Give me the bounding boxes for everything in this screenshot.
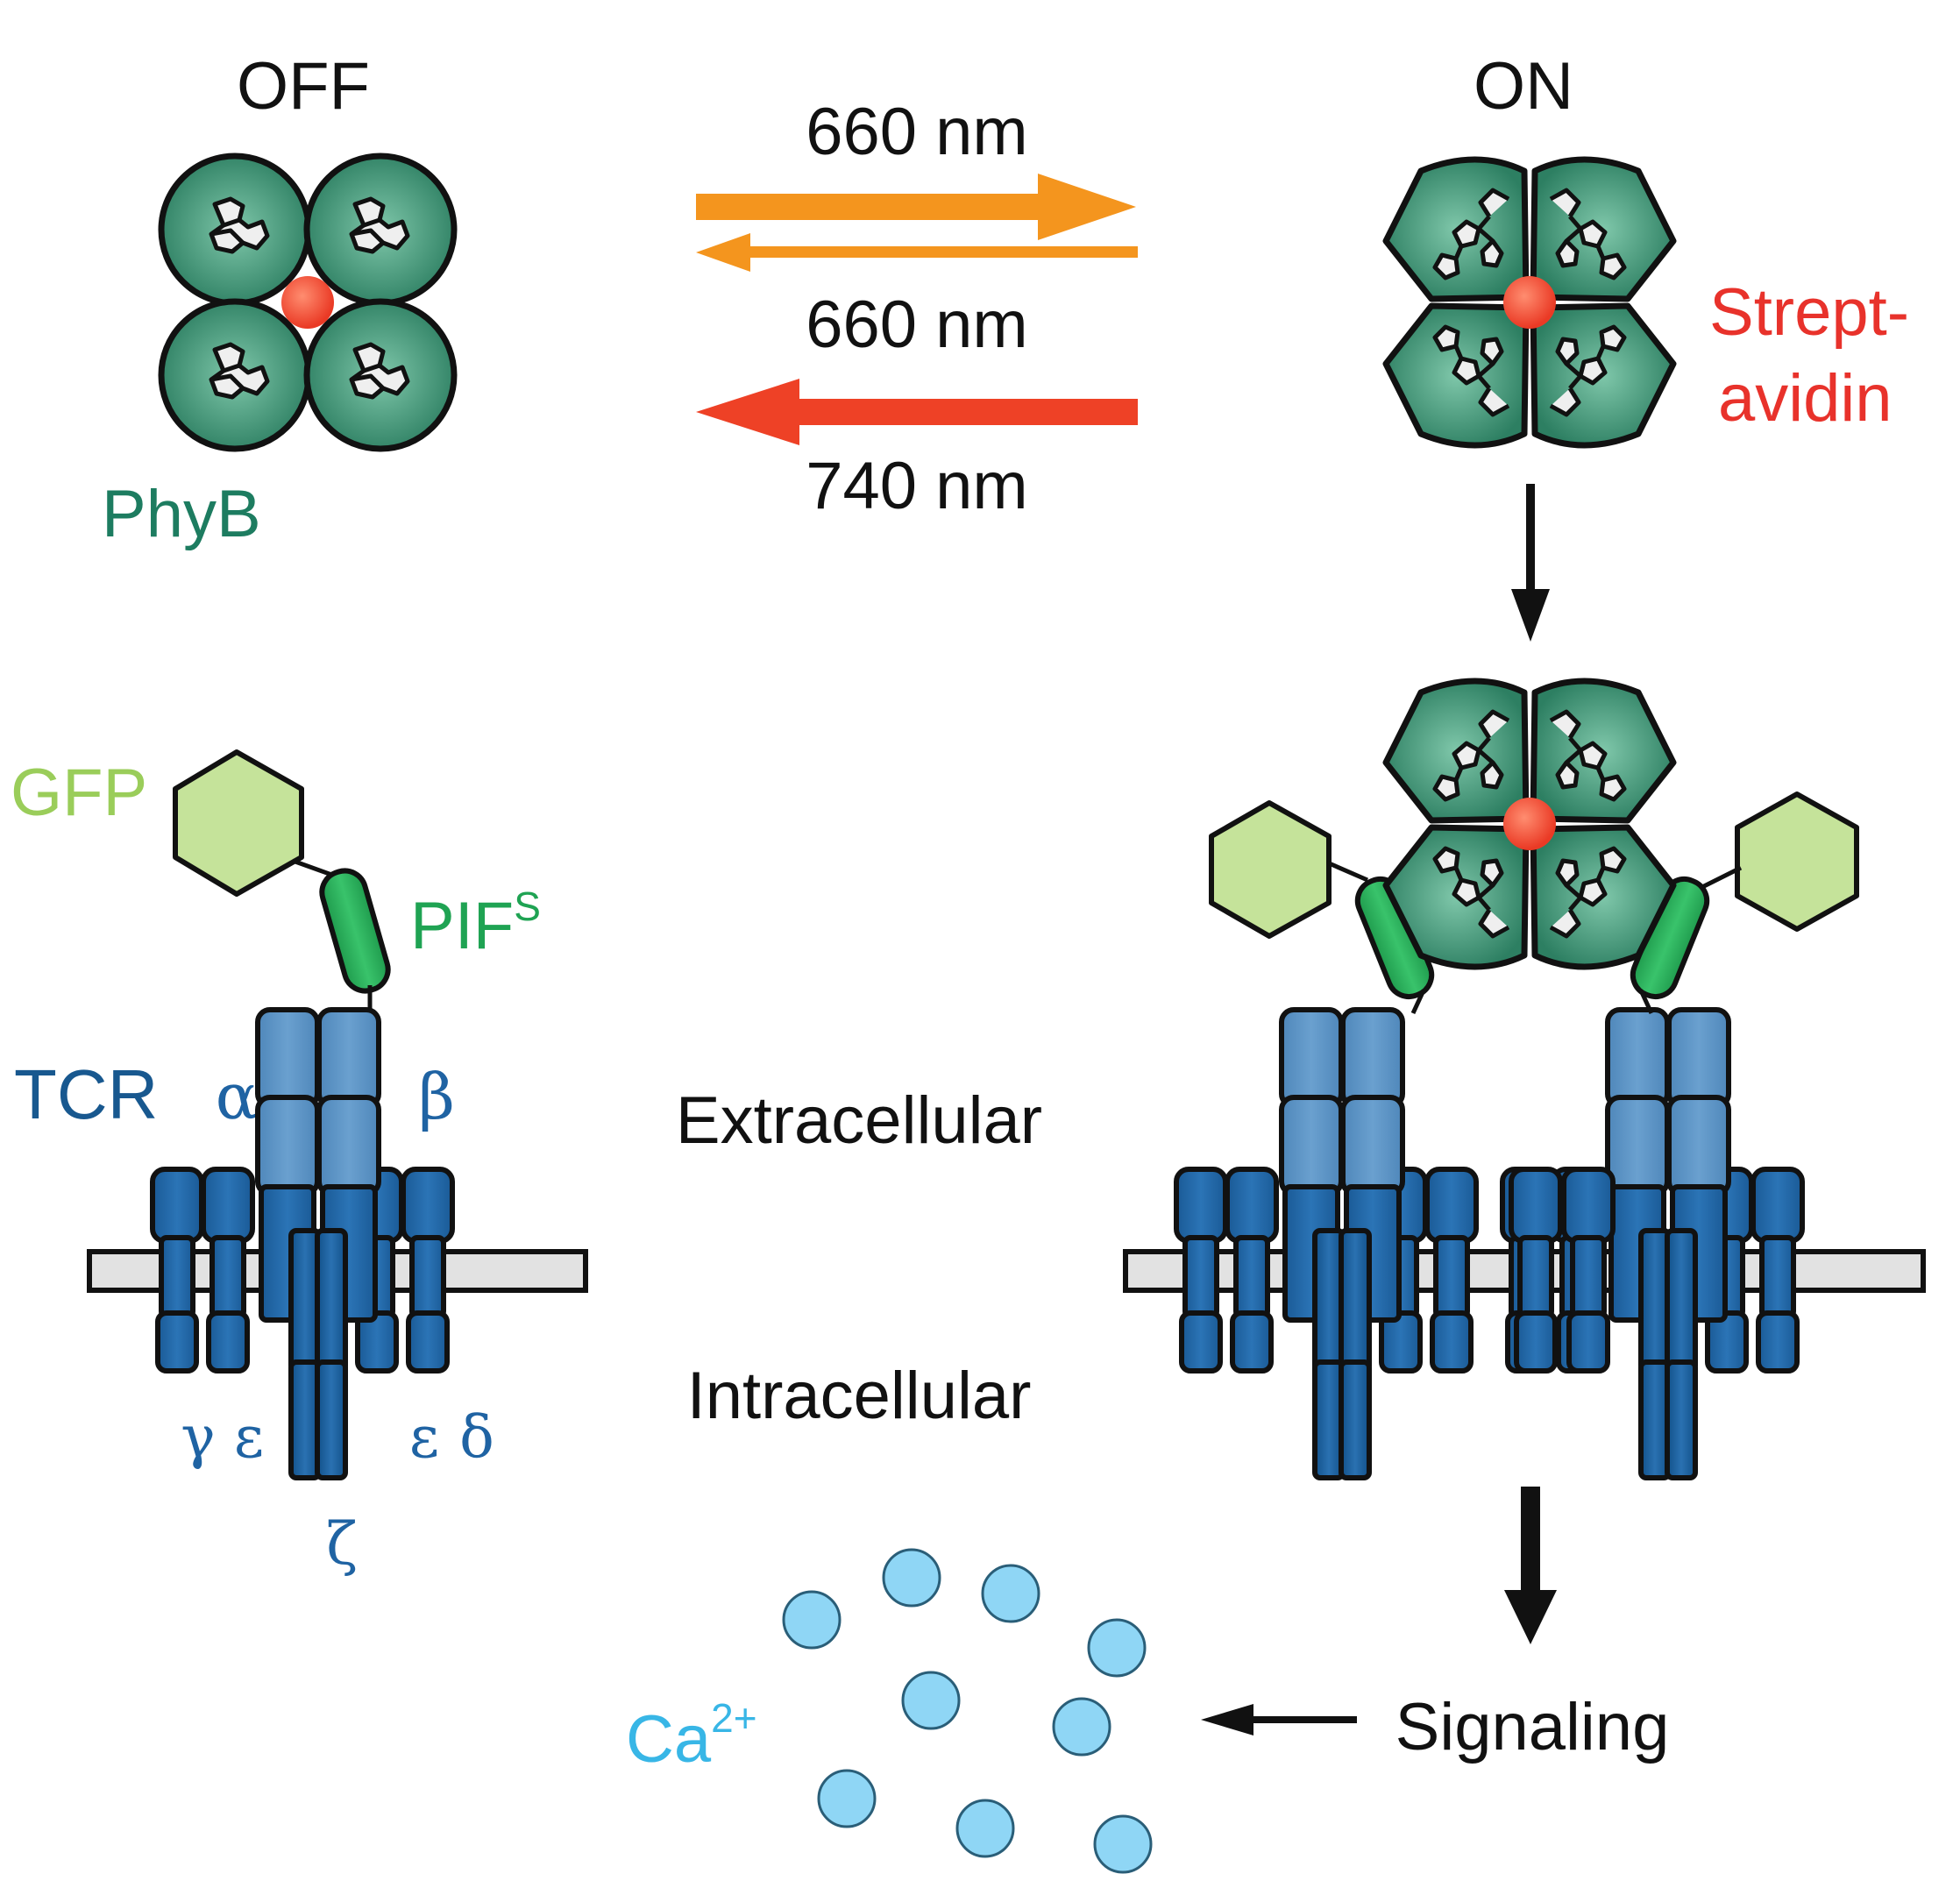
- calcium-ion: [901, 1671, 961, 1730]
- calcium-ion: [1093, 1814, 1153, 1874]
- delta-label: δ: [459, 1403, 494, 1471]
- streptavidin-label-line2: avidin: [1718, 361, 1893, 436]
- extracellular-label: Extracellular: [676, 1083, 1042, 1158]
- phyb-label: PhyB: [102, 477, 261, 551]
- on-label: ON: [1474, 49, 1573, 124]
- pif-label: PIFS: [410, 884, 541, 963]
- signaling-left-arrow: [1201, 1704, 1357, 1735]
- binding-down-arrow: [1511, 484, 1550, 642]
- phyb-bound-tetramer: [1386, 681, 1673, 967]
- tcr-label: TCR: [14, 1055, 158, 1133]
- phyb-on-tetramer: [1386, 160, 1673, 445]
- calcium-label: Ca2+: [626, 1695, 757, 1777]
- beta-chain-label: β: [418, 1060, 455, 1133]
- gfp-hexagon: [173, 749, 304, 897]
- gfp-pif-linker-right-a: [1326, 860, 1368, 883]
- calcium-ion: [782, 1590, 842, 1650]
- reverse-wavelength-label-top: 660 nm: [806, 287, 1028, 362]
- signaling-label: Signaling: [1395, 1690, 1670, 1764]
- phyb-off-tetramer: [161, 156, 454, 449]
- gfp-hexagon-right-b: [1735, 791, 1859, 932]
- calcium-ion: [981, 1564, 1040, 1623]
- reverse-wavelength-label-bottom: 740 nm: [806, 449, 1028, 523]
- pif-tcr-linker-right-b: [1638, 989, 1654, 1015]
- gfp-pif-linker-right-b: [1701, 865, 1743, 890]
- zeta-label: ζ: [326, 1510, 358, 1578]
- epsilon-left-label: ε: [234, 1403, 264, 1471]
- tcr-complex-right-a: [1176, 1010, 1476, 1478]
- gamma-label: γ: [181, 1403, 215, 1471]
- reverse-740nm-arrow: [696, 379, 1138, 445]
- gfp-label: GFP: [11, 756, 147, 830]
- signaling-down-arrow: [1504, 1487, 1557, 1644]
- forward-wavelength-label: 660 nm: [806, 95, 1028, 169]
- pif-domain: [319, 868, 391, 994]
- pif-tcr-linker-right-a: [1410, 989, 1426, 1015]
- calcium-ion: [1052, 1697, 1111, 1757]
- epsilon-right-label: ε: [409, 1403, 439, 1471]
- gfp-hexagon-right-a: [1209, 800, 1332, 939]
- calcium-ion: [882, 1548, 941, 1608]
- streptavidin-label-line1: Strept-: [1709, 275, 1909, 350]
- forward-660nm-arrow: [696, 174, 1136, 240]
- calcium-ion: [817, 1769, 877, 1828]
- alpha-chain-label: α: [216, 1060, 259, 1133]
- intracellular-label: Intracellular: [687, 1359, 1032, 1433]
- off-label: OFF: [237, 49, 370, 124]
- reverse-660nm-arrow: [696, 233, 1138, 272]
- calcium-ion: [955, 1799, 1015, 1858]
- calcium-ion: [1087, 1618, 1147, 1678]
- calcium-ions: [782, 1548, 1153, 1874]
